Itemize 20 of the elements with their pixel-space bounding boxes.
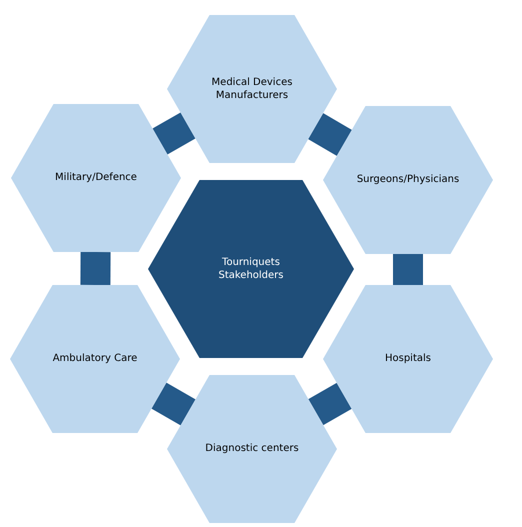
connector-band bbox=[308, 382, 352, 426]
node-label: Diagnostic centers bbox=[205, 442, 299, 456]
node-label: Military/Defence bbox=[55, 171, 137, 185]
hexagon-shape bbox=[148, 180, 354, 358]
hexagon-shape bbox=[323, 285, 493, 433]
node-label: Hospitals bbox=[384, 352, 431, 366]
node-label: Medical Devices Manufacturers bbox=[210, 76, 294, 102]
hexagon-shape bbox=[167, 15, 337, 163]
hexagon-shape bbox=[167, 375, 337, 523]
connector-band bbox=[393, 254, 423, 285]
node-label: Ambulatory Care bbox=[52, 352, 138, 366]
connector-band bbox=[152, 112, 196, 155]
hexagon-shape bbox=[323, 106, 493, 254]
node-label: Surgeons/Physicians bbox=[356, 173, 460, 187]
hexagon-shape bbox=[11, 104, 181, 252]
node-label: Tourniquets Stakeholders bbox=[217, 256, 285, 282]
connector-band bbox=[308, 113, 352, 156]
connector-band bbox=[151, 382, 196, 426]
hexagon-shape bbox=[10, 285, 180, 433]
connector-band bbox=[80, 252, 111, 286]
